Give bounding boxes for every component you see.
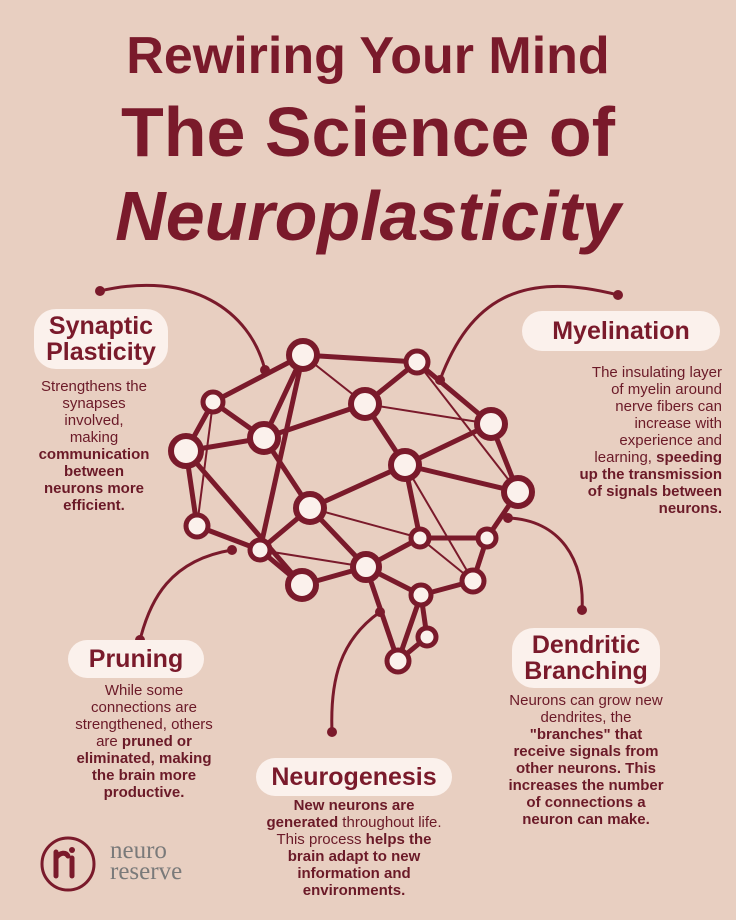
dendritic-heading-line2: Branching bbox=[524, 657, 648, 685]
neuron-node-20 bbox=[384, 647, 412, 675]
neurogenesis-description: New neurons are generated throughout lif… bbox=[244, 797, 464, 899]
myelination-heading: Myelination bbox=[522, 311, 720, 351]
synaptic-text-3: involved, bbox=[64, 412, 124, 429]
myelination-text-2: of myelin around bbox=[611, 381, 722, 398]
neuron-node-14 bbox=[247, 537, 273, 563]
pruning-text-1: While some bbox=[104, 682, 184, 699]
title-line-2: The Science of bbox=[120, 93, 616, 171]
myelination-description: The insulating layer of myelin around ne… bbox=[540, 364, 722, 517]
synaptic-text-7: neurons more bbox=[43, 480, 145, 497]
synaptic-plasticity-heading: Synaptic Plasticity bbox=[34, 309, 168, 369]
synaptic-plasticity-description: Strengthens the synapses involved, makin… bbox=[14, 378, 174, 514]
neuron-node-2 bbox=[403, 348, 431, 376]
neuron-node-9 bbox=[501, 475, 535, 509]
neurogenesis-text-2a: generated bbox=[266, 814, 339, 831]
synaptic-text-5: communication bbox=[38, 446, 150, 463]
pruning-text-6: the brain more bbox=[91, 767, 197, 784]
neuron-node-7 bbox=[168, 433, 204, 469]
neuron-node-19 bbox=[415, 625, 439, 649]
neuron-node-16 bbox=[459, 567, 487, 595]
logo-line-1: neuro bbox=[110, 837, 167, 864]
dendritic-text-2: dendrites, the bbox=[540, 709, 632, 726]
neurogenesis-text-3a: This process bbox=[276, 831, 366, 848]
neurogenesis-text-6: environments. bbox=[302, 882, 406, 899]
pruning-text-4: are pruned or bbox=[54, 733, 234, 750]
neuron-node-12 bbox=[408, 526, 432, 550]
pruning-heading: Pruning bbox=[68, 640, 204, 678]
synaptic-text-8: efficient. bbox=[63, 497, 125, 514]
neuron-node-1 bbox=[286, 338, 320, 372]
pruning-text-7: productive. bbox=[103, 784, 185, 801]
pruning-description: While some connections are strengthened,… bbox=[54, 682, 234, 801]
neurogenesis-text-1: New neurons are bbox=[293, 797, 415, 814]
myelination-text-6a: learning, bbox=[594, 449, 657, 466]
dendritic-branching-description: Neurons can grow new dendrites, the "bra… bbox=[488, 692, 684, 828]
neuron-node-4 bbox=[348, 387, 382, 421]
pruning-text-4a: are bbox=[96, 733, 122, 750]
dendritic-branching-heading: Dendritic Branching bbox=[512, 628, 660, 688]
synaptic-text-2: synapses bbox=[62, 395, 126, 412]
myelination-text-6b: speeding bbox=[656, 449, 722, 466]
dendritic-text-6: increases the number bbox=[508, 777, 664, 794]
myelination-text-9: neurons. bbox=[658, 500, 722, 517]
synaptic-text-4: making bbox=[69, 429, 119, 446]
neuron-node-17 bbox=[285, 568, 319, 602]
pruning-text-2: connections are bbox=[91, 699, 197, 716]
neurogenesis-heading: Neurogenesis bbox=[256, 758, 452, 796]
myelination-text-7: up the transmission bbox=[579, 466, 722, 483]
myelination-text-5: experience and bbox=[619, 432, 722, 449]
neuro-reserve-logo-text: neuro reserve bbox=[110, 837, 183, 885]
neurogenesis-text-2b: throughout life. bbox=[338, 814, 442, 831]
dendritic-heading-line1: Dendritic bbox=[531, 631, 641, 659]
neuron-node-13 bbox=[475, 526, 499, 550]
dendritic-text-3: "branches" that bbox=[529, 726, 643, 743]
neuron-node-15 bbox=[350, 551, 382, 583]
pruning-text-5: eliminated, making bbox=[76, 750, 212, 767]
neuron-node-10 bbox=[293, 491, 327, 525]
neurogenesis-text-2: generated throughout life. bbox=[244, 814, 464, 831]
title-line-1: Rewiring Your Mind bbox=[126, 27, 610, 85]
pruning-text-4b: pruned or bbox=[121, 733, 192, 750]
pruning-text-3: strengthened, others bbox=[75, 716, 213, 733]
synaptic-heading-line1: Synaptic bbox=[48, 312, 154, 340]
dendritic-text-1: Neurons can grow new bbox=[509, 692, 663, 709]
neurogenesis-text-3: This process helps the bbox=[244, 831, 464, 848]
neuron-node-5 bbox=[474, 407, 508, 441]
synaptic-heading-line2: Plasticity bbox=[46, 338, 156, 366]
neurogenesis-text-3b: helps the bbox=[365, 831, 432, 848]
neuron-node-18 bbox=[408, 582, 434, 608]
synaptic-text-6: between bbox=[63, 463, 124, 480]
neurogenesis-text-4: brain adapt to new bbox=[287, 848, 421, 865]
dendritic-text-5: other neurons. This bbox=[515, 760, 656, 777]
neuro-reserve-logo-icon bbox=[40, 836, 96, 892]
neuron-node-6 bbox=[247, 421, 281, 455]
neuron-node-3 bbox=[200, 389, 226, 415]
synaptic-text-1: Strengthens the bbox=[41, 378, 147, 395]
myelination-text-4: increase with bbox=[634, 415, 722, 432]
title-line-3: Neuroplasticity bbox=[115, 177, 621, 255]
myelination-text-8: of signals between bbox=[587, 483, 722, 500]
neuron-node-11 bbox=[183, 512, 211, 540]
myelination-text-1: The insulating layer bbox=[591, 364, 722, 381]
neuron-node-8 bbox=[388, 448, 422, 482]
myelination-text-6: learning, speeding bbox=[540, 449, 722, 466]
dendritic-text-4: receive signals from bbox=[513, 743, 659, 760]
logo-line-2: reserve bbox=[110, 858, 183, 885]
myelination-text-3: nerve fibers can bbox=[615, 398, 722, 415]
dendritic-text-7: of connections a bbox=[526, 794, 646, 811]
neurogenesis-text-5: information and bbox=[297, 865, 411, 882]
dendritic-text-8: neuron can make. bbox=[522, 811, 650, 828]
